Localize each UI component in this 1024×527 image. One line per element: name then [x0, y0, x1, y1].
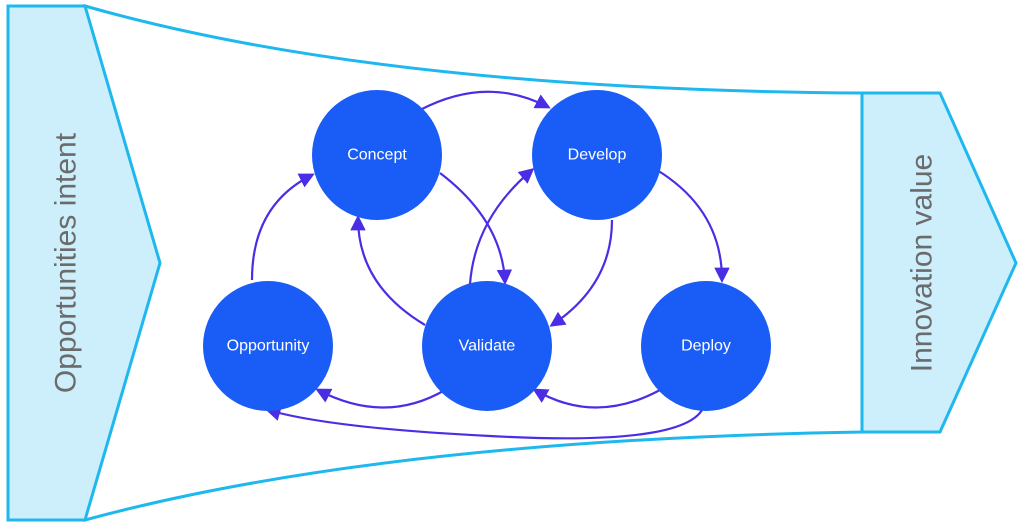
left-band-label: Opportunities intent: [50, 132, 83, 393]
arrow-validate-to-develop: [468, 168, 535, 285]
node-deploy: Deploy: [641, 281, 771, 411]
node-opportunity-label: Opportunity: [227, 338, 310, 355]
node-deploy-label: Deploy: [681, 338, 731, 355]
node-opportunity: Opportunity: [203, 281, 333, 411]
arrow-deploy-to-opportunity: [265, 397, 707, 440]
arrow-develop-to-deploy: [656, 169, 730, 284]
right-band-label: Innovation value: [906, 154, 939, 373]
arrow-validate-to-concept: [350, 214, 426, 326]
right-chevron-band: [860, 91, 1018, 434]
node-validate-label: Validate: [459, 338, 516, 355]
node-validate: Validate: [422, 281, 552, 411]
arrow-validate-to-opportunity: [315, 388, 446, 409]
arrow-concept-to-develop: [419, 90, 551, 111]
node-develop-label: Develop: [568, 147, 627, 164]
node-develop: Develop: [532, 90, 662, 220]
node-concept: Concept: [312, 90, 442, 220]
arrow-develop-to-validate: [549, 219, 614, 327]
left-chevron-band: [6, 4, 162, 522]
arrow-deploy-to-validate: [532, 388, 661, 409]
arrow-opportunity-to-concept: [250, 173, 315, 281]
node-concept-label: Concept: [347, 147, 407, 164]
